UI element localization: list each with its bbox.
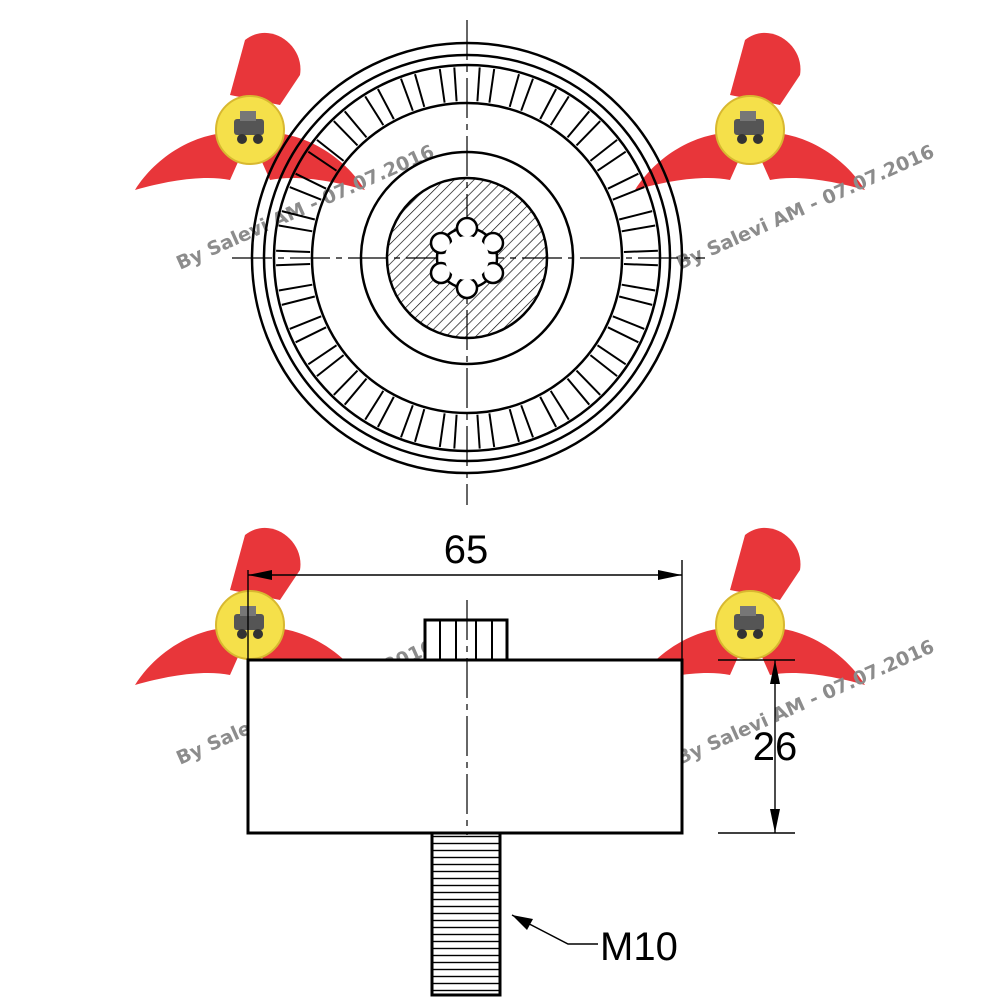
bearing-rollers [276,67,658,449]
threaded-stud [430,831,502,997]
pulley-side-view [246,600,684,997]
bearing-roller-edge [488,413,496,448]
bearing-roller-edge [476,414,481,449]
bearing-roller-edge [438,68,446,103]
torx-socket [429,216,505,300]
bearing-roller-edge [612,315,645,330]
bearing-roller-edge [278,283,313,292]
bearing-roller-edge [307,344,338,366]
bearing-roller-edge [575,120,601,147]
bearing-roller-edge [566,110,591,139]
bearing-roller-edge [289,315,322,330]
bearing-roller-edge [414,73,426,108]
hub-ring-outer [359,150,575,366]
bearing-roller-edge [520,78,534,112]
bearing-race-inner [310,101,624,415]
bearing-roller-edge [621,283,656,292]
bearing-roller-edge [400,404,414,438]
bearing-roller-edge [343,377,368,406]
bearing-roller-edge [377,88,395,120]
thread-leader [511,914,598,945]
dimension-height [718,659,795,834]
top-nut [423,618,509,662]
bearing-roller-edge [377,396,395,428]
bearing-roller-edge [612,186,645,201]
bearing-roller-edge [589,139,618,162]
bearing-roller-edge [333,369,359,396]
bearing-roller-edge [289,186,322,201]
dimension-width [247,560,683,660]
bearing-roller-edge [623,263,658,267]
bearing-roller-edge [575,369,601,396]
bearing-roller-edge [607,172,639,190]
pulley-body [246,658,684,835]
bearing-roller-edge [438,413,446,448]
bearing-roller-edge [281,210,316,221]
bearing-roller-edge [488,68,496,103]
bearing-roller-edge [414,408,426,443]
bearing-roller-edge [589,354,618,377]
bearing-roller-edge [621,224,656,233]
bearing-roller-edge [316,354,345,377]
bearing-roller-edge [295,172,327,190]
outer-rim-outer [250,41,684,475]
bearing-roller-edge [596,344,627,366]
bearing-roller-edge [566,377,591,406]
bearing-roller-edge [316,139,345,162]
bearing-roller-edge [508,73,520,108]
bearing-roller-edge [549,95,570,126]
thread-size-label: M10 [600,925,678,969]
bearing-roller-edge [333,120,359,147]
dimension-height-label: 26 [753,725,798,769]
bearing-roller-edge [596,150,627,172]
bearing-roller-edge [539,396,557,428]
bearing-roller-edge [607,326,639,344]
watermark-logo-top-right [634,31,866,191]
bearing-roller-edge [278,224,313,233]
bearing-roller-edge [549,390,570,421]
bearing-roller-edge [276,263,311,267]
dimension-width-label: 65 [444,528,489,572]
bearing-roller-edge [618,210,653,221]
bearing-roller-edge [508,408,520,443]
bearing-roller-edge [453,414,458,449]
bearing-roller-edge [343,110,368,139]
pulley-front-view [232,20,705,505]
bearing-roller-edge [539,88,557,120]
bearing-race-outer [272,63,662,453]
bearing-roller-edge [618,295,653,306]
bearing-roller-edge [476,67,481,102]
bearing-roller-edge [307,150,338,172]
bearing-roller-edge [453,67,458,102]
bearing-roller-edge [520,404,534,438]
bearing-roller-edge [364,390,385,421]
bearing-roller-edge [276,249,311,253]
bearing-roller-edge [623,249,658,253]
bearing-roller-edge [281,295,316,306]
outer-rim-inner [262,53,672,463]
bearing-roller-edge [364,95,385,126]
bearing-roller-edge [295,326,327,344]
bearing-roller-edge [400,78,414,112]
